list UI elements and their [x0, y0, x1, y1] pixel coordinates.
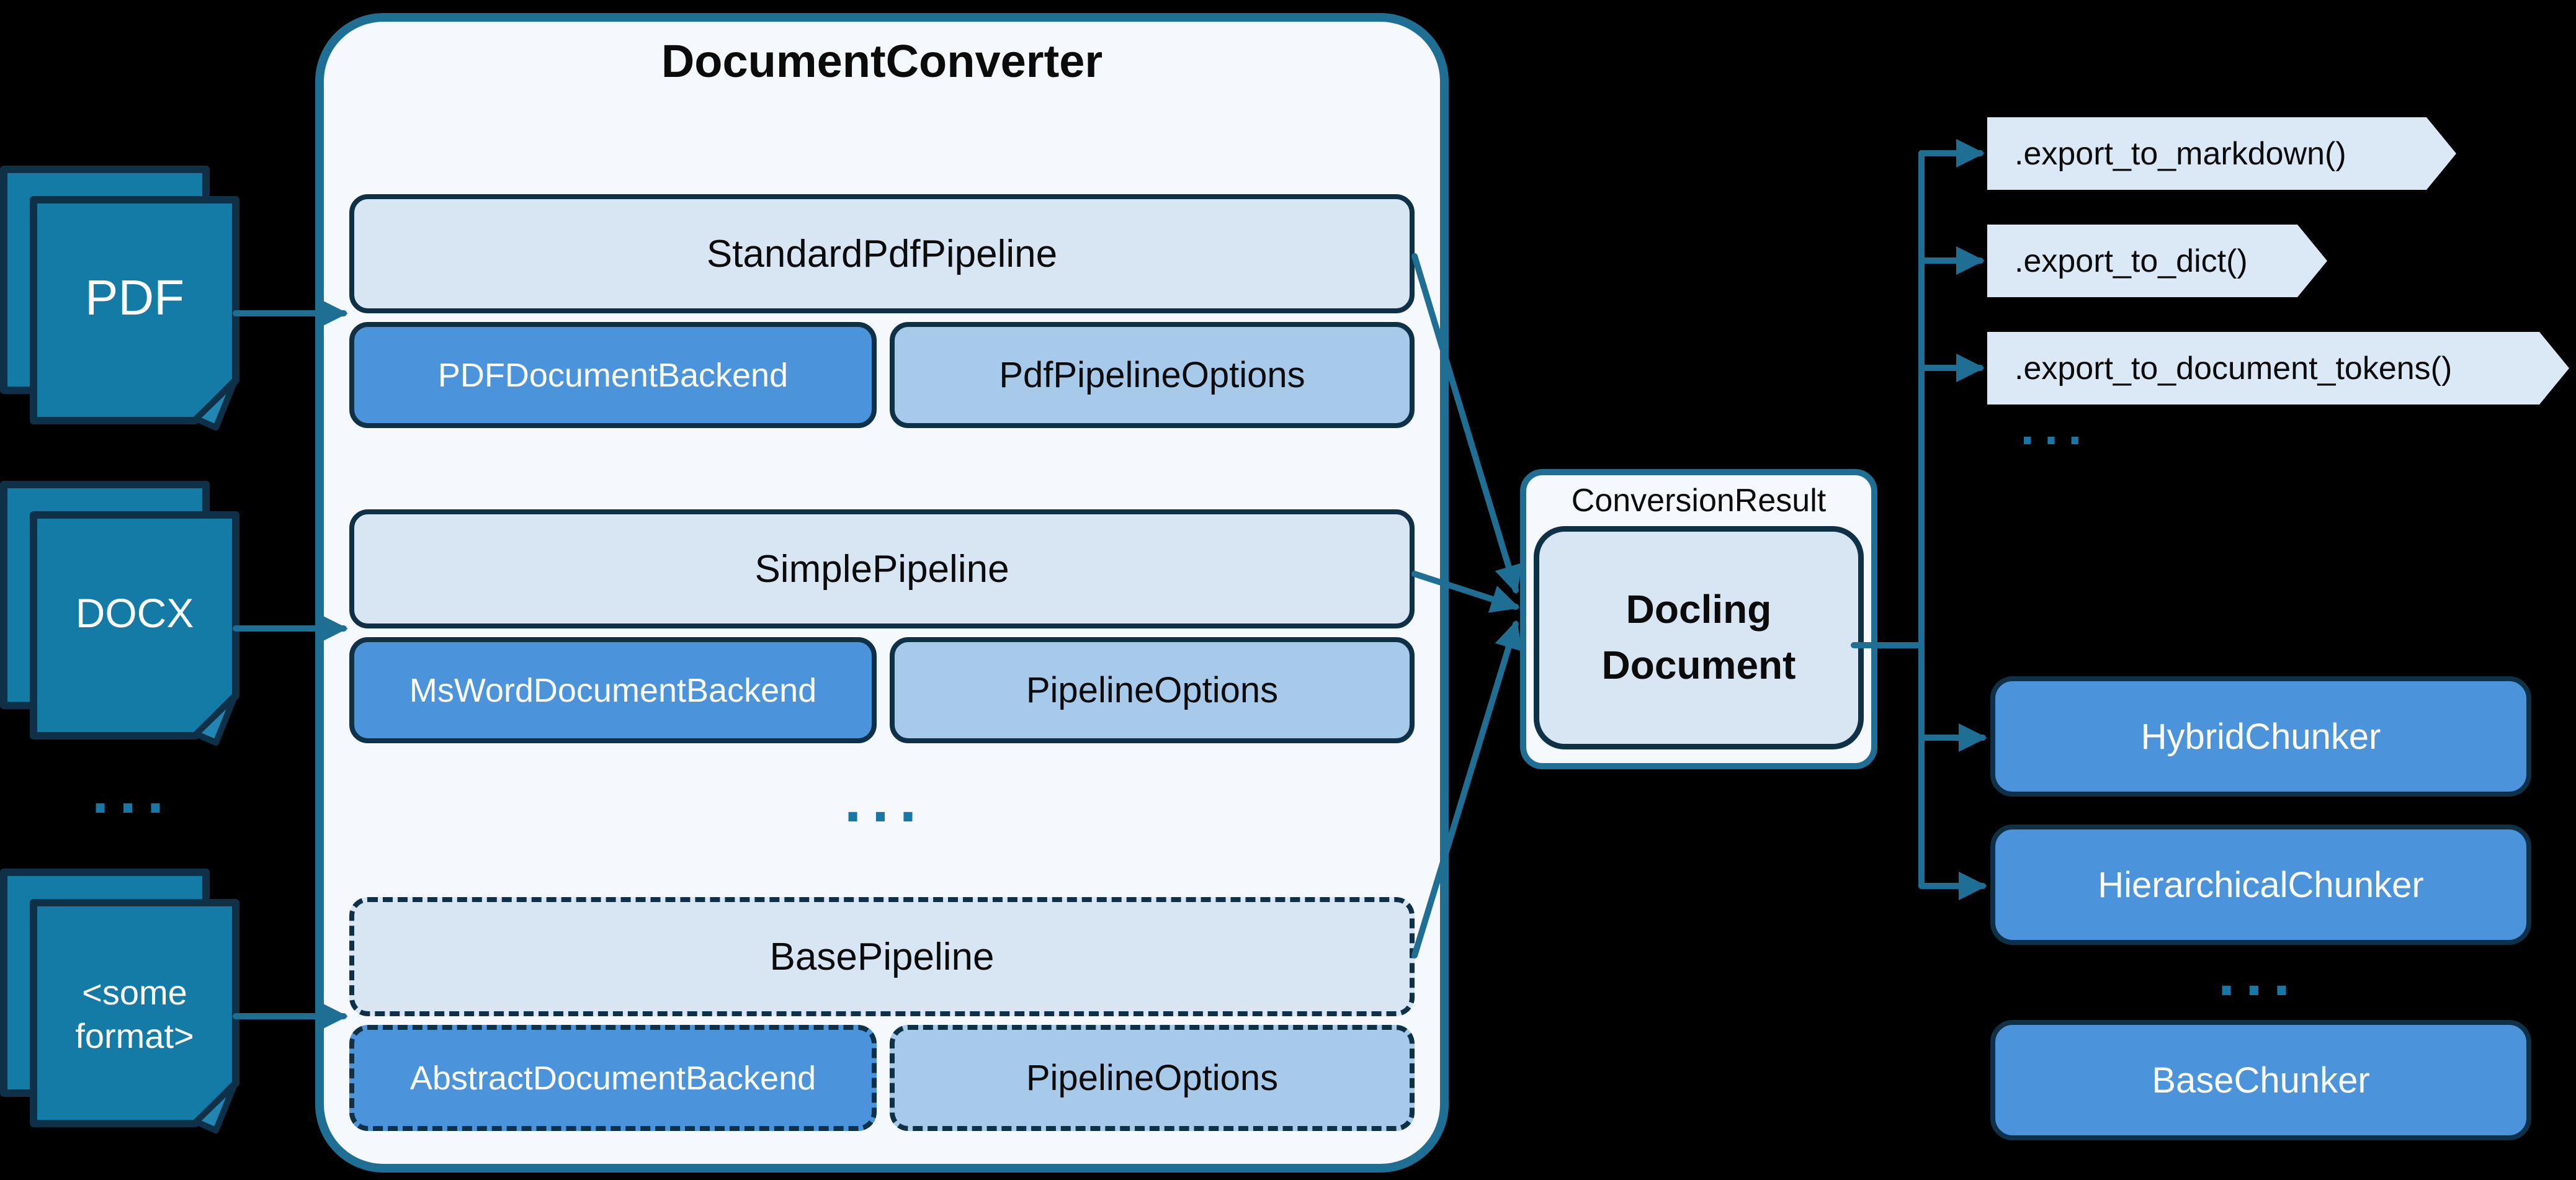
export-to-dict-tag: .export_to_dict() [1987, 225, 2327, 297]
options-base-pipeline: PipelineOptions [890, 1025, 1415, 1131]
converter-ellipsis: ... [843, 775, 926, 833]
backend-pdf-document: PDFDocumentBackend [349, 322, 877, 428]
docling-document-label: Docling Document [1601, 587, 1796, 687]
input-pdf-label: PDF [85, 270, 184, 325]
export-to-document-tokens-tag: .export_to_document_tokens() [1987, 332, 2569, 405]
backend-abstract-document: AbstractDocumentBackend [349, 1025, 877, 1131]
document-converter-title: DocumentConverter [661, 35, 1103, 87]
export-to-markdown-tag: .export_to_markdown() [1987, 117, 2456, 190]
backend-msword-document: MsWordDocumentBackend [349, 637, 877, 743]
base-chunker-box: BaseChunker [1990, 1020, 2531, 1140]
hierarchical-chunker-box: HierarchicalChunker [1990, 825, 2531, 945]
pipeline-standard-pdf: StandardPdfPipeline [349, 194, 1415, 313]
exports-ellipsis: ... [2019, 408, 2091, 454]
pipeline-simple: SimplePipeline [349, 509, 1415, 628]
inputs-ellipsis: ... [91, 766, 174, 825]
hybrid-chunker-box: HybridChunker [1990, 676, 2531, 797]
docling-document-box: Docling Document [1534, 526, 1864, 749]
options-pipeline: PipelineOptions [890, 637, 1415, 743]
options-pdf-pipeline: PdfPipelineOptions [890, 322, 1415, 428]
conversion-result-label: ConversionResult [1571, 483, 1827, 519]
input-some-format-label: <some format> [75, 973, 194, 1055]
pipeline-base: BasePipeline [349, 897, 1415, 1016]
input-docx-label: DOCX [75, 589, 194, 636]
chunkers-ellipsis: ... [2217, 949, 2300, 1007]
